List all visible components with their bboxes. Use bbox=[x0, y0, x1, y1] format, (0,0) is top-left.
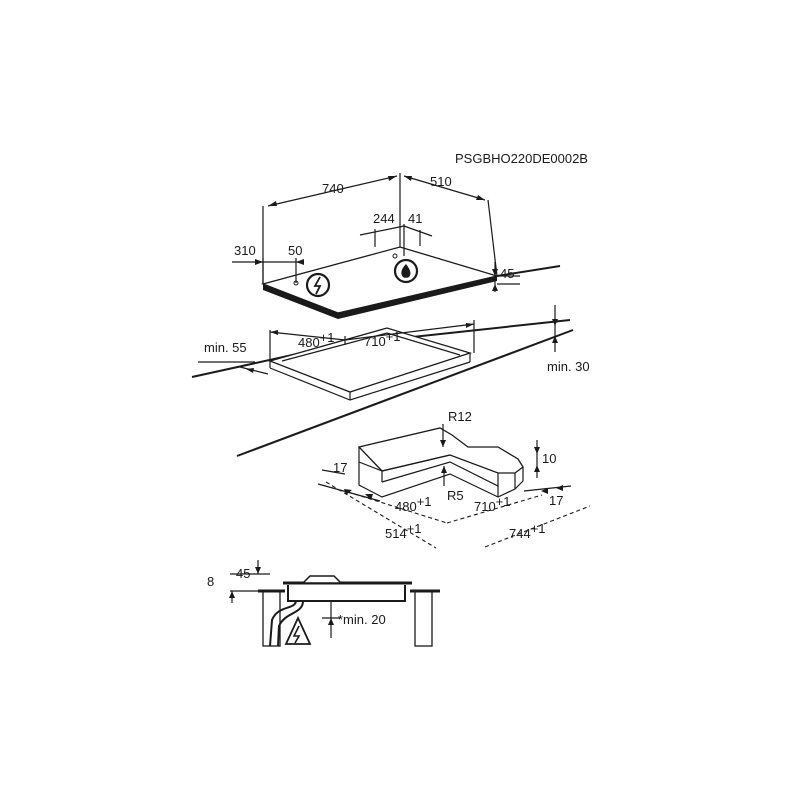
outer-width-label: 744+1 bbox=[509, 521, 546, 541]
worktop-cutout-drawing: 480+1 710+1 min. 55 min. 30 bbox=[191, 305, 590, 457]
elec-offset2-label: 50 bbox=[288, 243, 302, 258]
hob-edge bbox=[263, 276, 497, 319]
corner-cutout-detail: R12 R5 10 17 17 480+1 710+1 514+1 744+1 bbox=[317, 409, 591, 549]
gas-offset-label: 244 bbox=[373, 211, 395, 226]
edge-depth-label: 10 bbox=[542, 451, 556, 466]
gas-flame-icon bbox=[393, 258, 419, 284]
hob-depth-label: 510 bbox=[430, 174, 452, 189]
gas-offset2-label: 41 bbox=[408, 211, 422, 226]
connection-point bbox=[392, 253, 398, 259]
cutout-depth-label: 480+1 bbox=[298, 330, 335, 350]
burner-knob bbox=[301, 575, 343, 584]
side-section-drawing: 8 45 *min. 20 bbox=[207, 560, 440, 647]
edge-left-label: 17 bbox=[333, 460, 347, 475]
section-8-label: 8 bbox=[207, 574, 214, 589]
front-min-label: min. 55 bbox=[204, 340, 247, 355]
min-20-label: *min. 20 bbox=[338, 612, 386, 627]
elec-offset-label: 310 bbox=[234, 243, 256, 258]
inner-width-label: 710+1 bbox=[474, 494, 511, 514]
edge-right-label: 17 bbox=[549, 493, 563, 508]
doc-code: PSGBHO220DE0002B bbox=[455, 151, 588, 166]
inner-depth-label: 480+1 bbox=[395, 494, 432, 514]
section-45-label: 45 bbox=[236, 566, 250, 581]
electric-symbol-icon bbox=[305, 272, 331, 298]
hob-width-label: 740 bbox=[322, 181, 344, 196]
hob-drawing: 740 510 244 41 310 50 45 bbox=[232, 173, 561, 319]
radius-outer-label: R12 bbox=[448, 409, 472, 424]
cutout-width-label: 710+1 bbox=[364, 329, 401, 349]
corner-block-top bbox=[357, 427, 524, 474]
outer-depth-label: 514+1 bbox=[385, 521, 422, 541]
electric-warning-icon bbox=[284, 615, 312, 645]
worktop-right bbox=[414, 590, 433, 647]
wall-min-label: min. 30 bbox=[547, 359, 590, 374]
radius-inner-label: R5 bbox=[447, 488, 464, 503]
